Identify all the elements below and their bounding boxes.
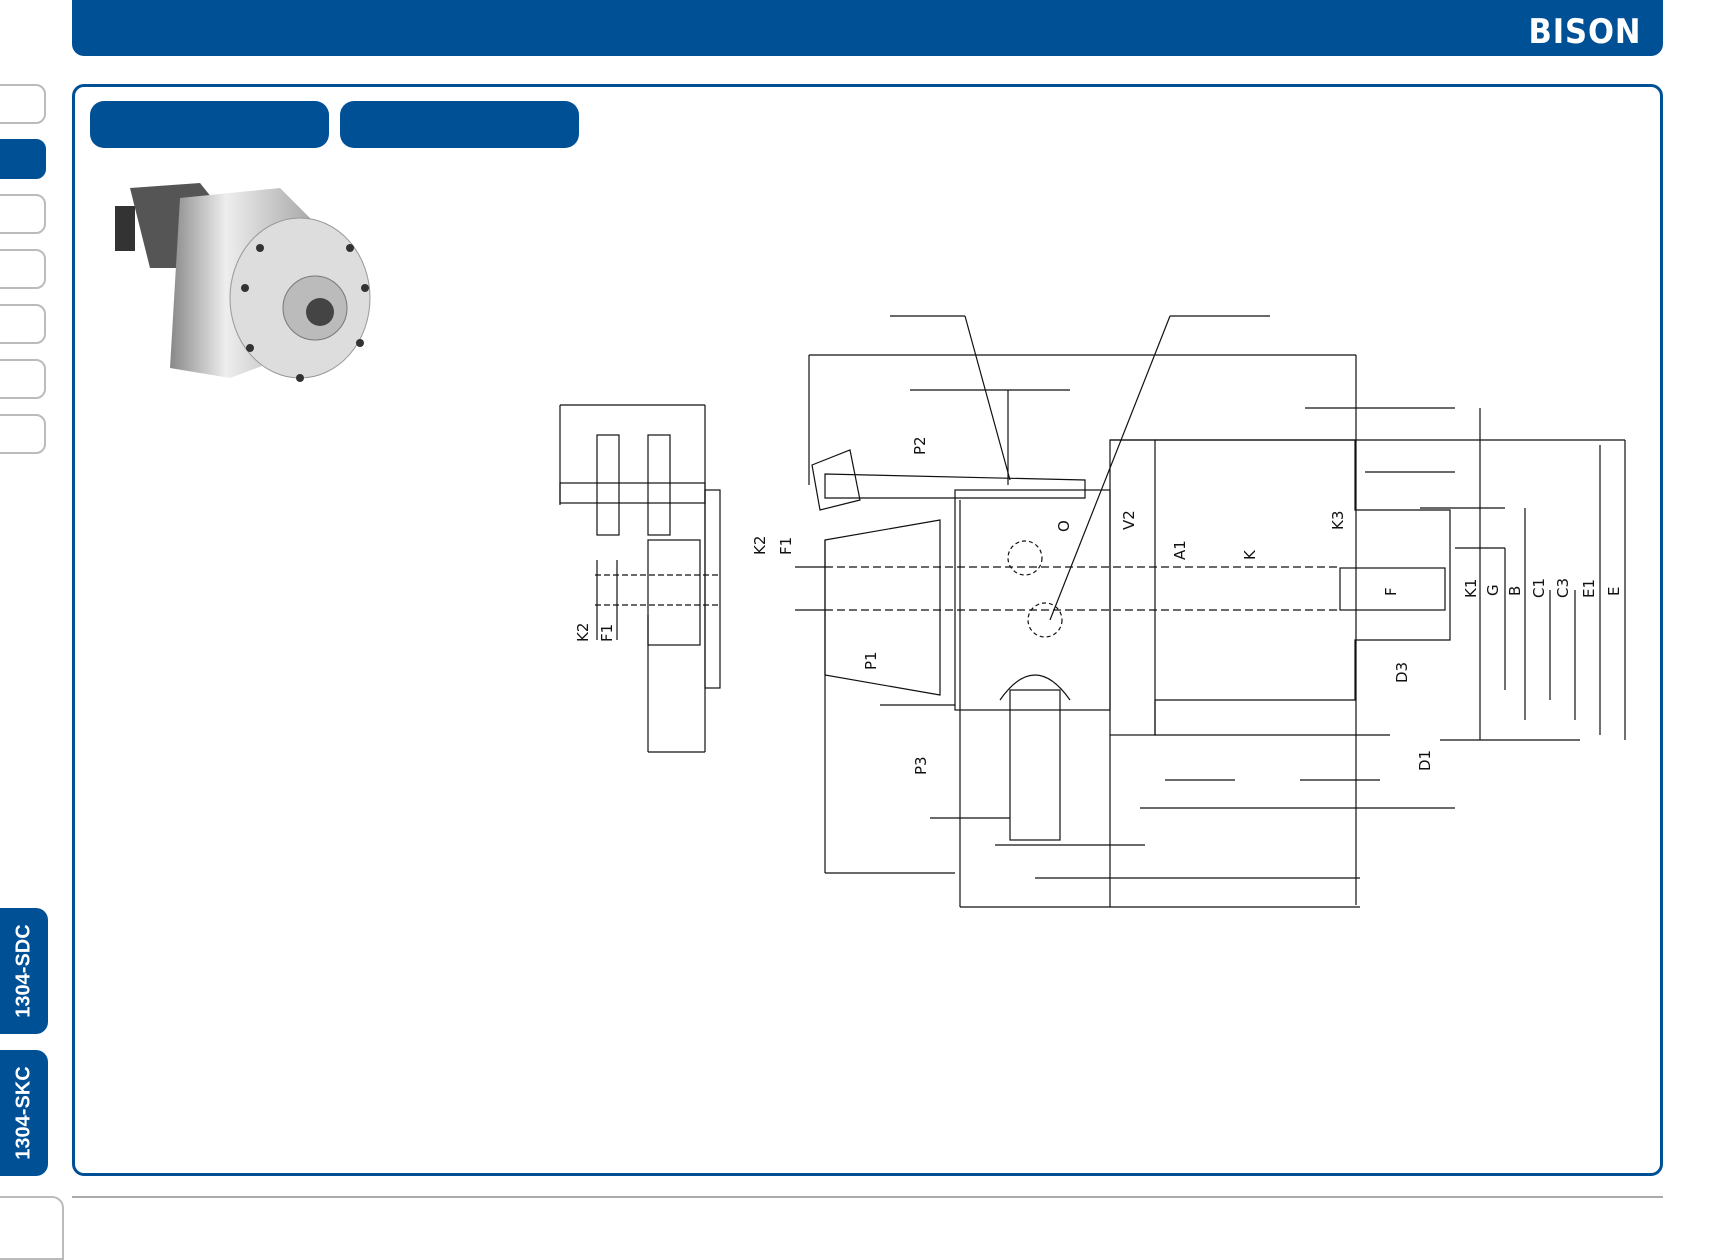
label-e1: E1 [1580, 579, 1598, 598]
side-tab-3[interactable] [0, 194, 46, 234]
dimension-labels: P2 K2 F1 P1 P3 V2 A1 K K3 F K1 G B C1 C3… [574, 436, 1623, 775]
header-bar: BISON [72, 0, 1663, 56]
label-k: K [1241, 549, 1259, 560]
label-g: G [1484, 584, 1502, 596]
label-d3: D3 [1393, 662, 1411, 683]
footer-divider [72, 1196, 1663, 1198]
label-o: O [1055, 520, 1073, 532]
content-panel [72, 84, 1663, 1176]
product-photo [115, 183, 371, 382]
side-tab-1304-skc[interactable]: 1304-SKC [0, 1050, 48, 1176]
label-c3: C3 [1554, 578, 1572, 598]
label-e: E [1605, 587, 1623, 596]
side-label-k2: K2 [574, 623, 592, 642]
header-pill-1 [90, 101, 329, 148]
label-v2: V2 [1120, 510, 1138, 530]
side-tab-7[interactable] [0, 414, 46, 454]
footer-tab[interactable] [0, 1196, 64, 1260]
label-a1: A1 [1171, 540, 1189, 560]
side-label-f1: F1 [598, 624, 616, 642]
label-p2: P2 [911, 436, 929, 455]
label-p1: P1 [862, 651, 880, 670]
label-f1: F1 [777, 537, 795, 555]
label-c1: C1 [1530, 578, 1548, 598]
label-b: B [1506, 586, 1524, 596]
label-p3: P3 [912, 756, 930, 775]
side-tab-2-active[interactable] [0, 139, 46, 179]
side-tab-1304-sdc[interactable]: 1304-SDC [0, 908, 48, 1034]
side-tab-4[interactable] [0, 249, 46, 289]
label-d1: D1 [1416, 750, 1434, 771]
side-tab-5[interactable] [0, 304, 46, 344]
label-k3: K3 [1329, 511, 1347, 530]
header-pill-2 [340, 101, 579, 148]
label-f: F [1382, 587, 1400, 596]
side-tab-1[interactable] [0, 84, 46, 124]
bison-logo: BISON [1528, 12, 1641, 52]
label-k1: K1 [1462, 579, 1480, 598]
label-k2: K2 [751, 536, 769, 555]
side-tab-6[interactable] [0, 359, 46, 399]
